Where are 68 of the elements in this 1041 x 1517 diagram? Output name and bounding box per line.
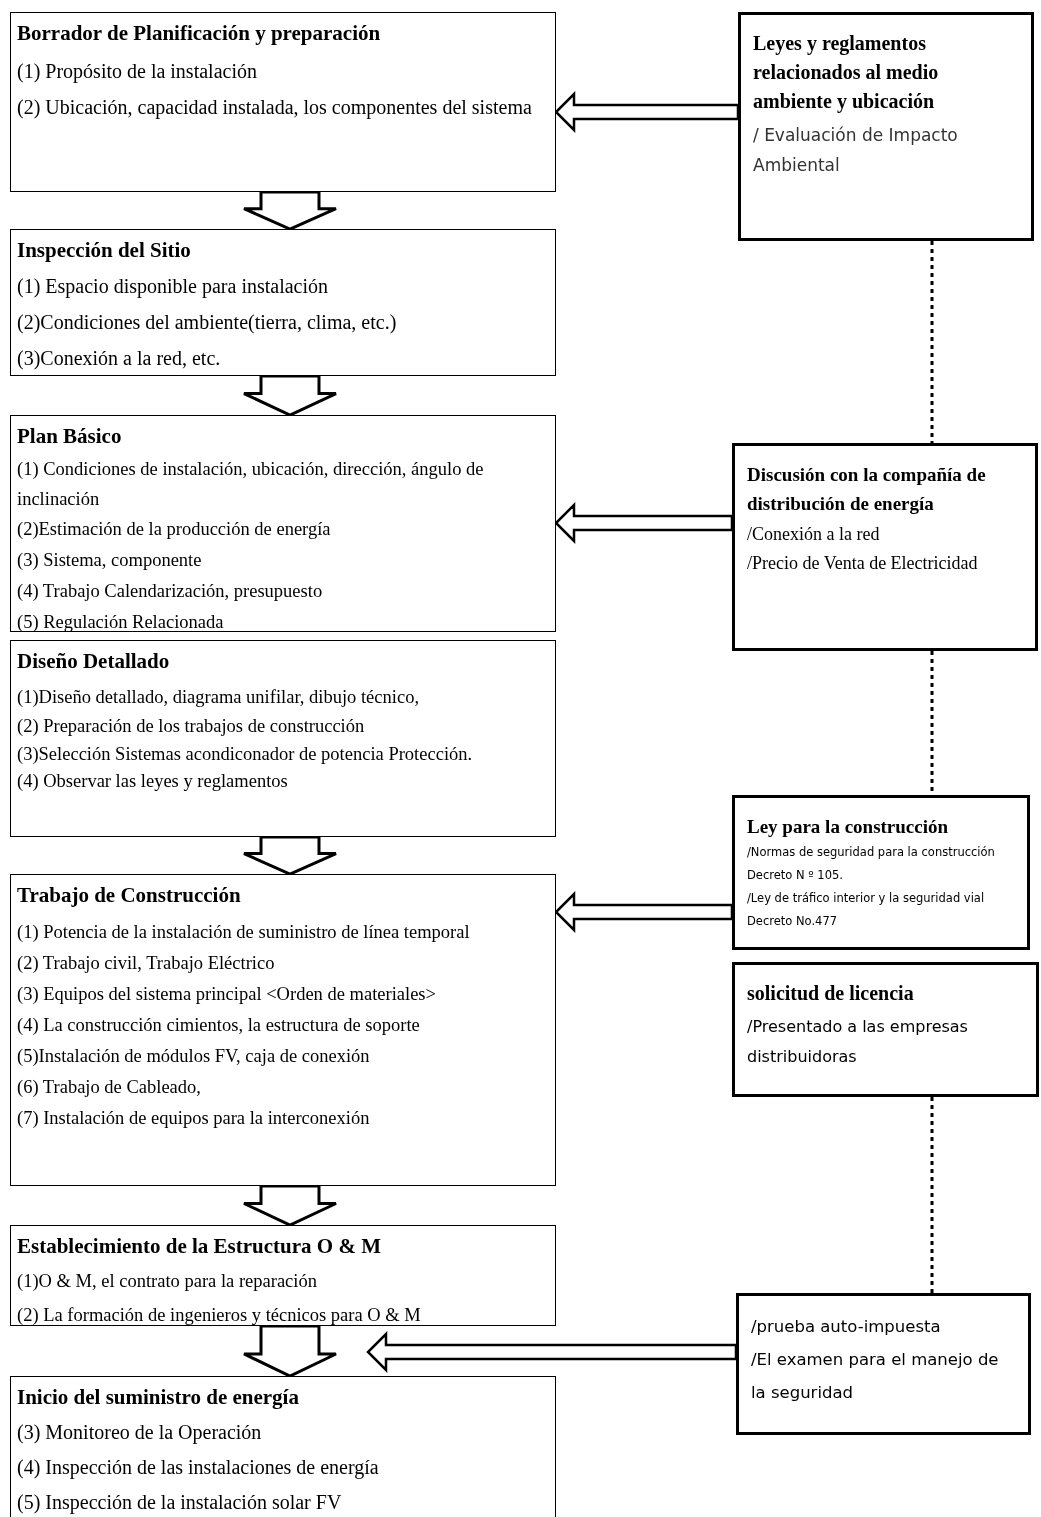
step-box [10,1376,556,1517]
step-item: (5) Inspección de la instalación solar FV [17,1490,343,1516]
step-item: (5) Regulación Relacionada [17,611,225,634]
block-arrow [242,374,338,417]
step-item: (2) Ubicación, capacidad instalada, los componentes del sistema [17,95,533,121]
step-item: (4) Trabajo Calendarización, presupuesto [17,580,324,603]
block-arrow [242,1324,338,1378]
step-box [732,443,1038,651]
block-arrow [242,1184,338,1227]
step-heading: Plan Básico [17,423,123,450]
step-item: (4) La construcción cimientos, la estructura de soporte [17,1014,421,1037]
step-item: (2)Condiciones del ambiente(tierra, clima, etc.) [17,310,398,336]
step-item: /prueba auto-impuesta [751,1316,942,1338]
step-box [732,795,1030,950]
block-arrow [366,1331,738,1373]
step-item: (2)Estimación de la producción de energía [17,518,332,541]
step-item: (1) Condiciones de instalación, ubicación, dirección, ángulo de inclinación [17,458,485,511]
step-box [10,640,556,837]
step-item: (1)Diseño detallado, diagrama unifilar, dibujo técnico, [17,686,420,709]
step-box [10,12,556,192]
step-item: (5)Instalación de módulos FV, caja de conexión [17,1045,371,1068]
step-heading: Borrador de Planificación y preparación [17,20,382,47]
block-arrow [554,502,734,544]
step-heading: Discusión con la compañía de distribución de energía [747,463,987,516]
step-item: (3)Selección Sistemas acondiconador de potencia Protección. [17,743,474,766]
step-item: (7) Instalación de equipos para la interconexión [17,1107,371,1130]
step-item: (6) Trabajo de Cableado, [17,1076,202,1099]
block-arrow [554,91,740,133]
step-heading: Ley para la construcción [747,815,950,839]
block-arrow [242,835,338,876]
step-item: / Evaluación de Impacto Ambiental [753,124,959,177]
step-item: /Presentado a las empresas distribuidoras [747,1016,969,1068]
block-arrow [554,891,734,933]
step-item: /Normas de seguridad para la construcción Decreto N º 105. [747,844,996,884]
step-item: /Conexión a la red [747,523,881,546]
step-item: (1)O & M, el contrato para la reparación [17,1270,318,1293]
step-item: (4) Inspección de las instalaciones de energía [17,1455,380,1481]
step-heading: Establecimiento de la Estructura O & M [17,1233,382,1260]
step-item: (3) Monitoreo de la Operación [17,1420,263,1446]
step-item: (1) Propósito de la instalación [17,59,258,85]
step-heading: Leyes y reglamentos relacionados al medio ambiente y ubicación [753,31,940,115]
step-heading: Diseño Detallado [17,648,171,675]
step-item: (2) Trabajo civil, Trabajo Eléctrico [17,952,276,975]
step-heading: Inspección del Sitio [17,237,192,264]
step-item: (3) Sistema, componente [17,549,203,572]
step-item: /El examen para el manejo de la seguridad [751,1349,1000,1404]
block-arrow [242,190,338,231]
step-item: (1) Espacio disponible para instalación [17,274,329,300]
dashed-connector [930,1097,934,1293]
step-box [738,12,1034,241]
step-item: /Precio de Venta de Electricidad [747,552,979,575]
step-item: (3)Conexión a la red, etc. [17,346,222,372]
step-box [732,962,1039,1097]
step-item: (2) Preparación de los trabajos de construcción [17,715,366,738]
step-item: (3) Equipos del sistema principal <Orden de materiales> [17,983,437,1006]
step-item: (2) La formación de ingenieros y técnicos para O & M [17,1304,422,1327]
step-item: (4) Observar las leyes y reglamentos [17,770,289,793]
step-heading: Inicio del suministro de energía [17,1384,300,1411]
dashed-connector [930,241,934,443]
step-box [10,874,556,1186]
step-item: (1) Potencia de la instalación de suministro de línea temporal [17,921,471,944]
step-box [10,415,556,632]
step-box [10,229,556,376]
step-box [736,1293,1031,1435]
step-item: /Ley de tráfico interior y la seguridad vial Decreto No.477 [747,890,986,930]
step-box [10,1225,556,1326]
step-heading: Trabajo de Construcción [17,882,242,909]
step-heading: solicitud de licencia [747,981,915,1006]
